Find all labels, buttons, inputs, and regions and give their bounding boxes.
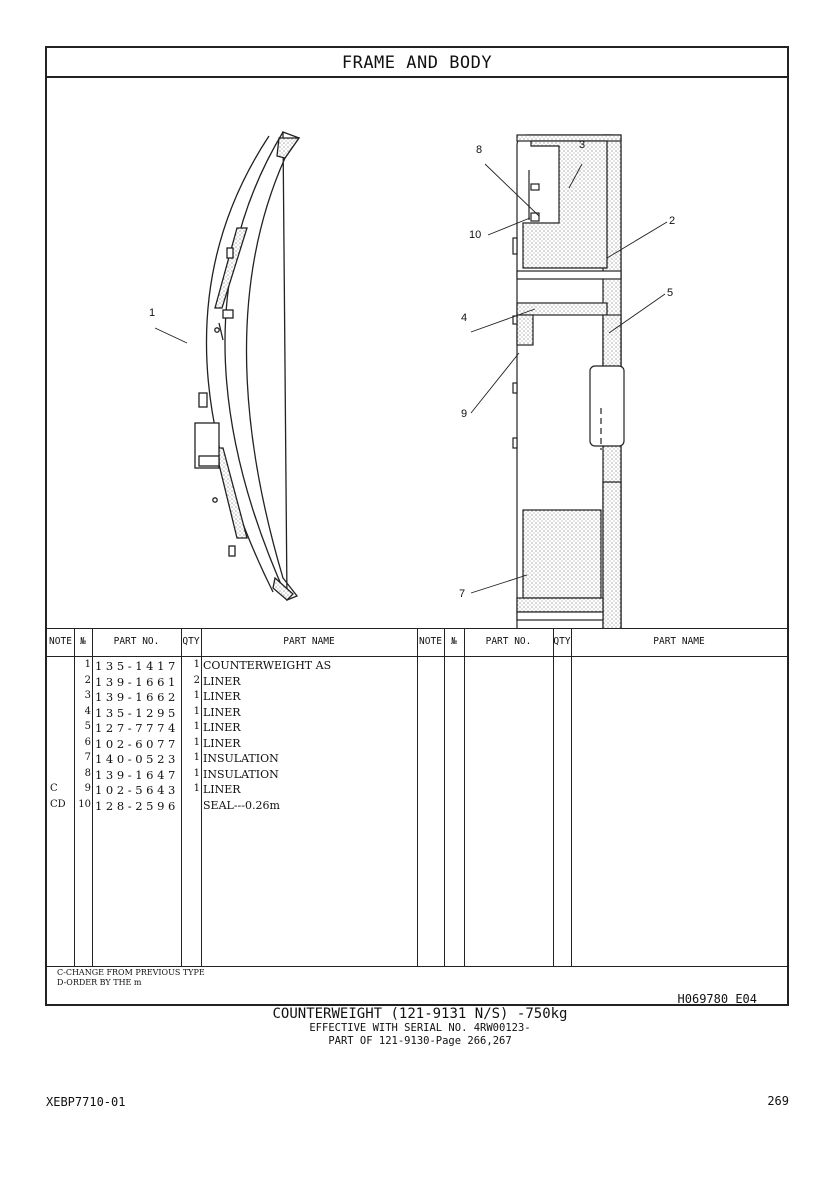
drawing-number: H069780 E04 — [677, 992, 757, 1006]
header-part-no: PART NO. — [113, 636, 160, 647]
header-note: NOTE — [49, 636, 72, 647]
header-part-name-2: PART NAME — [653, 636, 705, 647]
callout-1: 1 — [149, 307, 155, 319]
header-note-2: NOTE — [419, 636, 442, 647]
footnote-order: D-ORDER BY THE m — [57, 978, 142, 987]
page-number: 269 — [767, 1094, 789, 1108]
page-frame: FRAME AND BODY — [45, 46, 789, 1006]
header-part-name: PART NAME — [283, 636, 335, 647]
callout-7: 7 — [459, 588, 465, 600]
document-code: XEBP7710-01 — [46, 1095, 126, 1109]
footnote-rule — [47, 966, 787, 967]
header-qty-2: QTY — [553, 636, 571, 647]
callout-2: 2 — [669, 215, 675, 227]
caption-title: COUNTERWEIGHT (121-9131 N/S) -750kg — [272, 1006, 568, 1022]
header-no-2: № — [451, 636, 457, 647]
callout-leader-1 — [154, 327, 188, 344]
callout-3: 3 — [579, 139, 585, 151]
exploded-view-figure: 1 2 3 4 5 6 7 8 9 10 — [47, 78, 787, 628]
callout-10: 10 — [469, 229, 481, 241]
callout-9: 9 — [461, 408, 467, 420]
section-title: FRAME AND BODY — [47, 48, 787, 78]
header-part-no-2: PART NO. — [485, 636, 532, 647]
caption-part-of: PART OF 121-9130-Page 266,267 — [328, 1035, 512, 1047]
callout-5: 5 — [667, 287, 673, 299]
callout-4: 4 — [461, 312, 467, 324]
callout-leaders-front — [470, 163, 668, 594]
footnote-change: C-CHANGE FROM PREVIOUS TYPE — [57, 968, 205, 977]
parts-table: NOTE № PART NO. QTY PART NAME NOTE № PAR… — [47, 628, 787, 1004]
callout-8: 8 — [476, 144, 482, 156]
header-qty: QTY — [182, 636, 200, 647]
counterweight-side-view — [194, 131, 301, 601]
counterweight-front-view — [512, 134, 625, 628]
caption-effective: EFFECTIVE WITH SERIAL NO. 4RW00123- — [309, 1022, 531, 1034]
counterweight-drawing: 1 2 3 4 5 6 7 8 9 10 — [149, 131, 675, 628]
header-no: № — [80, 636, 86, 647]
callout-numbers: 1 2 3 4 5 6 7 8 9 10 — [149, 139, 675, 600]
